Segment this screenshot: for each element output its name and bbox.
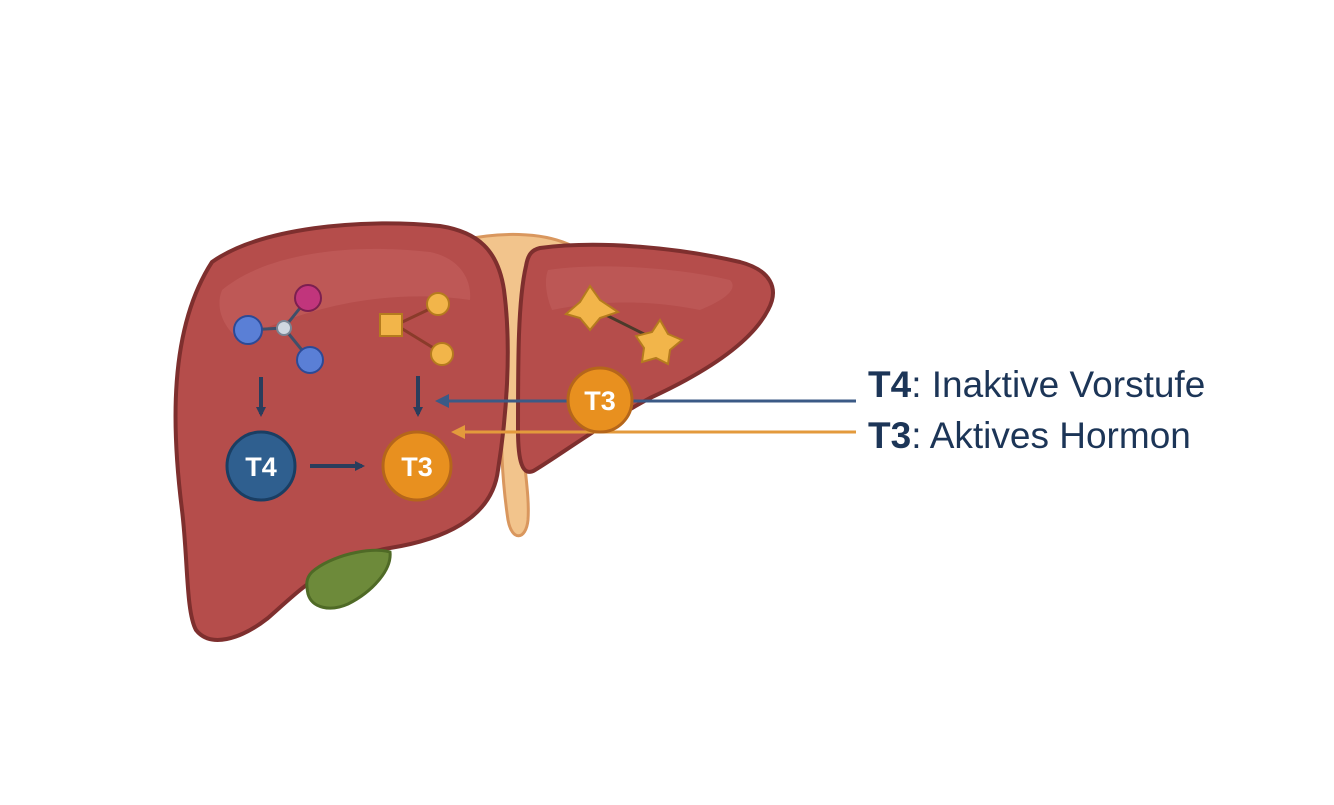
liver-highlight [219, 248, 471, 340]
legend-t4-separator: : [911, 364, 922, 405]
t3-node-label: T3 [401, 452, 433, 482]
t4-node: T4 [225, 430, 297, 502]
legend-t3-description: Aktives Hormon [929, 415, 1191, 456]
gallbladder [305, 548, 392, 610]
t3-secondary-node-label: T3 [584, 386, 616, 416]
legend-t3-key: T3 [868, 415, 912, 456]
legend-t4-key: T4 [868, 364, 912, 405]
t3-node: T3 [381, 430, 453, 502]
t4-node-label: T4 [245, 452, 277, 482]
legend-row-t3: T3: Aktives Hormon [868, 416, 1191, 456]
molecule-square-circles-icon [379, 292, 454, 366]
molecule-stars-icon [563, 284, 684, 366]
legend-t3-separator: : [911, 415, 922, 456]
molecule-pink-blue-icon [233, 284, 324, 374]
legend-row-t4: T4: Inaktive Vorstufe [868, 365, 1205, 405]
legend-t4-description: Inaktive Vorstufe [931, 364, 1206, 405]
t3-secondary-node: T3 [566, 366, 634, 434]
